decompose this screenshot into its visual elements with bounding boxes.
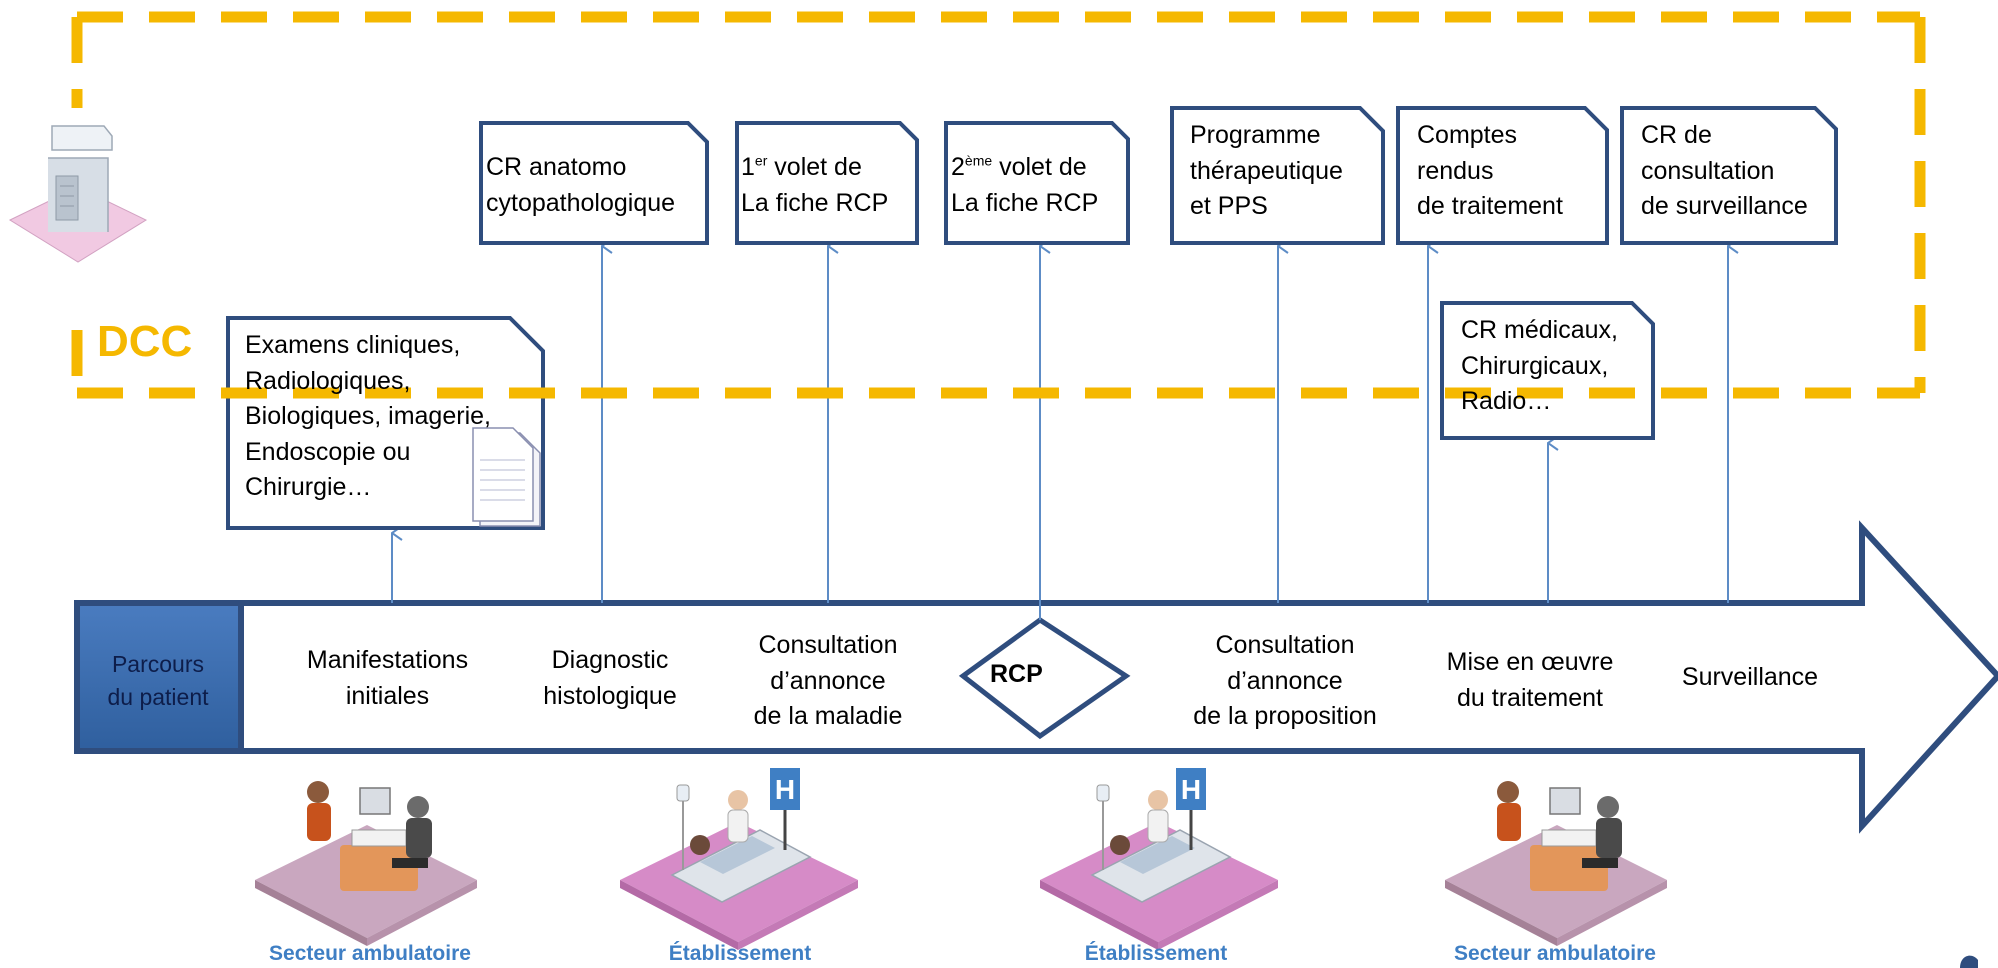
volet1-sup: er	[754, 152, 768, 169]
parcours-label: Parcours du patient	[107, 651, 209, 711]
step-mise-en-oeuvre: Mise en œuvre du traitement	[1446, 648, 1614, 712]
volet2-sup: ème	[964, 152, 993, 169]
dcc-boundary	[71, 11, 1926, 399]
volet2-line2: La fiche RCP	[951, 188, 1099, 217]
dcc-label: DCC	[97, 317, 193, 366]
volet1-line1: volet de	[767, 153, 862, 181]
volet1-num: 1	[741, 153, 755, 181]
step-manifestations: Manifestations initiales	[306, 646, 469, 710]
paper-stack-illustration	[472, 427, 541, 527]
doc-cr-anatomo-label: CR anatomo cytopathologique	[486, 153, 676, 217]
connector-lines	[391, 246, 1728, 620]
doc-volet2-text: 2ème volet de La fiche RCP	[951, 150, 1098, 221]
sector-etablissement-1: Établissement	[668, 942, 812, 965]
doc-comptes-shape	[1396, 106, 1609, 245]
ambulatory-office-icon	[255, 781, 477, 946]
sector-etablissement-2: Établissement	[1084, 942, 1228, 965]
logo-fragment	[1960, 955, 1978, 968]
doc-volet1-text: 1er volet de La fiche RCP	[741, 150, 888, 221]
doc-cr-medicaux-text: CR médicaux, Chirurgicaux, Radio…	[1461, 313, 1618, 420]
doc-examens-shape	[226, 316, 545, 530]
ambulatory-office-icon-2	[1445, 781, 1667, 946]
step-rcp: RCP	[990, 660, 1043, 688]
volet2-line1: volet de	[992, 153, 1087, 181]
step-surveillance: Surveillance	[1681, 663, 1819, 691]
step-diagnostic: Diagnostic histologique	[543, 646, 677, 710]
doc-cr-medicaux-shape	[1440, 301, 1655, 440]
hospital-room-icon: H	[620, 768, 858, 950]
step-annonce-maladie: Consultation d’annonce de la maladie	[753, 631, 903, 730]
doc-programme-text: Programme thérapeutique et PPS	[1190, 118, 1343, 225]
doc-programme-shape	[1170, 106, 1385, 245]
rcp-diamond	[958, 616, 1131, 740]
svg-text:H: H	[1181, 774, 1201, 805]
step-annonce-proposition: Consultation d’annonce de la proposition	[1193, 631, 1377, 730]
doc-cr-anatomo-shape	[479, 121, 709, 245]
sector-ambulatoire-1: Secteur ambulatoire	[269, 942, 471, 965]
server-icon	[8, 125, 148, 263]
volet1-line2: La fiche RCP	[741, 188, 889, 217]
doc-examens-text: Examens cliniques, Radiologiques, Biolog…	[245, 328, 491, 506]
parcours-box	[74, 600, 244, 754]
doc-cr-anatomo-text: CR anatomo cytopathologique	[486, 150, 675, 221]
doc-examens-label: Examens cliniques, Radiologiques, Biolog…	[245, 331, 491, 501]
doc-comptes-label: Comptes rendus de traitement	[1417, 121, 1563, 220]
doc-cr-consultation-label: CR de consultation de surveillance	[1641, 121, 1808, 220]
doc-programme-label: Programme thérapeutique et PPS	[1190, 121, 1343, 220]
doc-cr-consultation-shape	[1620, 106, 1838, 245]
svg-text:H: H	[775, 774, 795, 805]
document-shapes	[226, 106, 1838, 530]
hospital-room-icon-2: H	[1040, 768, 1278, 950]
doc-cr-consultation-text: CR de consultation de surveillance	[1641, 118, 1808, 225]
doc-cr-medicaux-label: CR médicaux, Chirurgicaux, Radio…	[1461, 316, 1618, 415]
volet2-num: 2	[951, 153, 965, 181]
doc-comptes-text: Comptes rendus de traitement	[1417, 118, 1563, 225]
doc-volet2-shape	[944, 121, 1130, 245]
sector-ambulatoire-2: Secteur ambulatoire	[1454, 942, 1656, 965]
doc-volet1-shape	[735, 121, 919, 245]
